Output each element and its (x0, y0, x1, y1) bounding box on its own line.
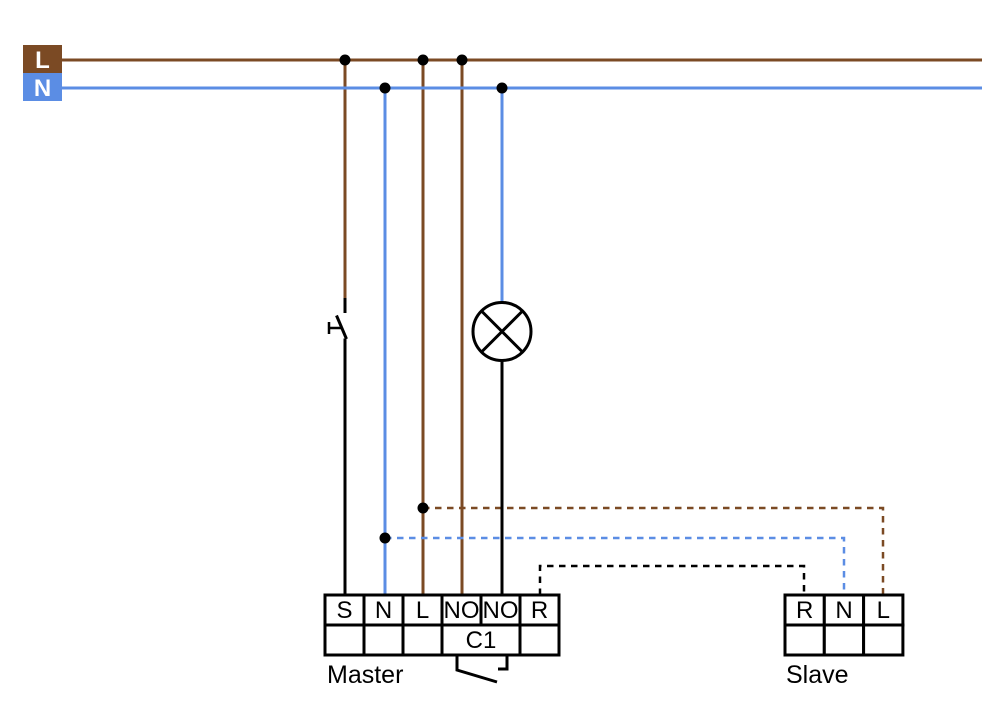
master-lower-cell-2 (362, 623, 405, 657)
master-block-label: Master (327, 661, 403, 689)
master-lower-cell-1 (323, 623, 366, 657)
master-terminal-labels: S N L NO NO R C1 Master (327, 597, 548, 689)
wire-signal-master-r-to-slave-r (538, 564, 806, 595)
lamp-cross (480, 309, 524, 354)
slave-terminal-block (783, 593, 905, 657)
supply-neutral-label: N (34, 75, 51, 102)
master-contact-label: C1 (466, 627, 497, 654)
junction-dot (379, 532, 391, 544)
master-lower-cell-r (518, 623, 561, 657)
master-terminal-block (323, 593, 561, 657)
junction-dot (496, 82, 508, 94)
junction-dot (456, 54, 468, 66)
junction-dot (379, 82, 391, 94)
black-wires (327, 298, 806, 684)
supply-neutral-box (23, 73, 62, 101)
switch-blade (335, 314, 348, 340)
switch-actuator (327, 322, 341, 334)
supply-live-box (23, 45, 62, 73)
junction-dots (339, 54, 508, 544)
master-contact-symbol (455, 655, 509, 684)
junction-dot (339, 54, 351, 66)
wire-neutral-link-to-slave-n (385, 536, 846, 595)
master-terminal-label-no1: NO (444, 597, 480, 624)
junction-dot (417, 502, 429, 514)
slave-lower-cell-2 (822, 623, 866, 657)
master-terminal-label-no2: NO (483, 597, 519, 624)
junction-dot (417, 54, 429, 66)
slave-terminal-label-l: L (877, 597, 890, 624)
master-terminal-label-s: S (336, 597, 352, 624)
slave-terminal-label-r: R (796, 597, 813, 624)
slave-terminal-label-n: N (835, 597, 852, 624)
master-lower-cell-3 (401, 623, 444, 657)
slave-lower-cell-3 (862, 623, 905, 657)
slave-block-label: Slave (786, 661, 849, 689)
master-terminal-label-r: R (531, 597, 548, 624)
slave-terminal-labels: R N L Slave (786, 597, 890, 689)
supply-live-label: L (35, 47, 50, 74)
wire-live-link-to-slave-l (423, 506, 885, 595)
master-terminal-label-n: N (375, 597, 392, 624)
slave-terminal-cell-n (822, 593, 866, 627)
slave-lower-cell-1 (783, 623, 826, 657)
neutral-wires (62, 86, 982, 595)
master-terminal-label-l: L (416, 597, 429, 624)
lamp-symbol (471, 301, 533, 362)
